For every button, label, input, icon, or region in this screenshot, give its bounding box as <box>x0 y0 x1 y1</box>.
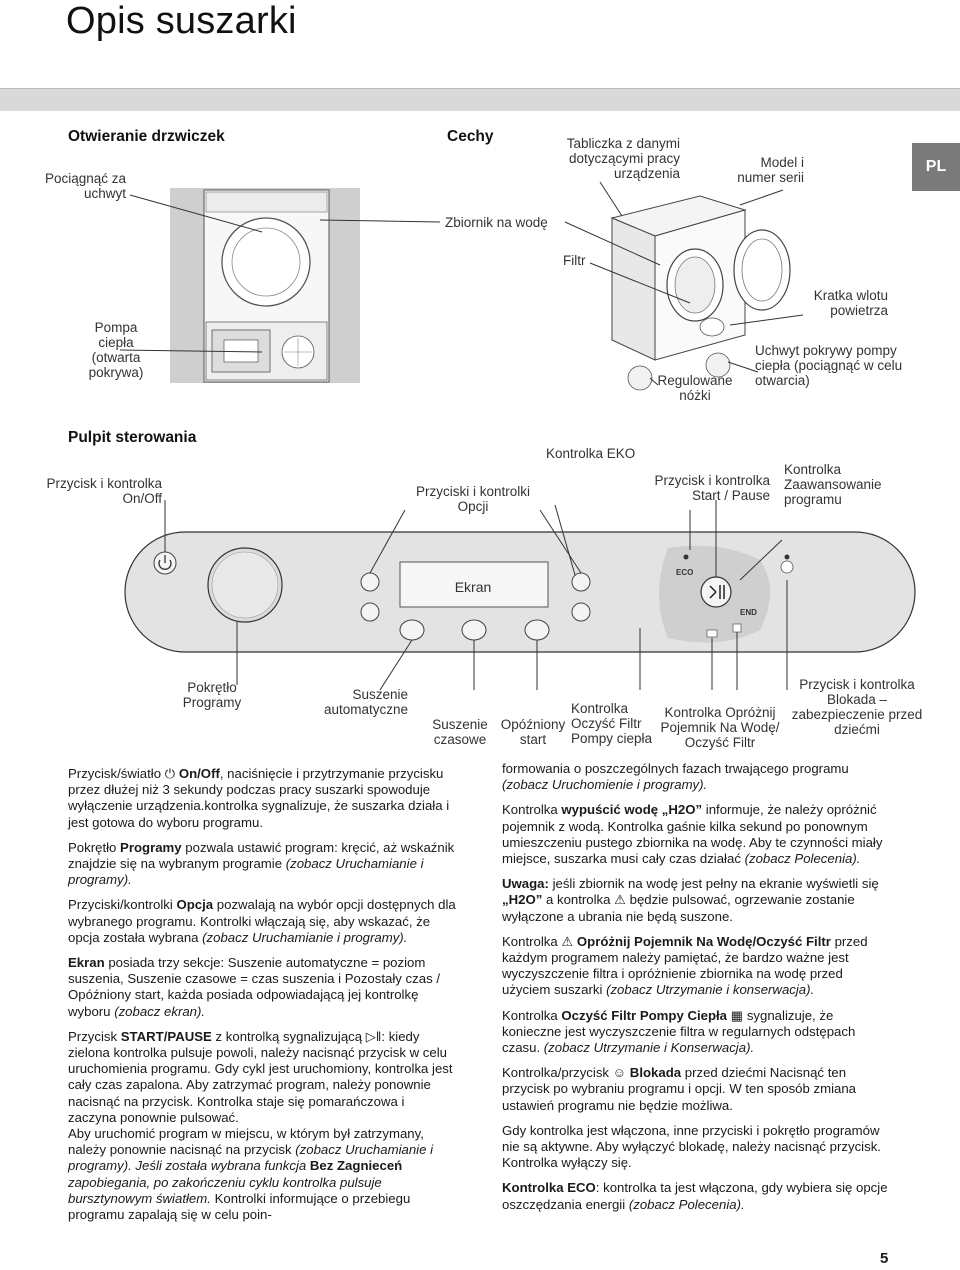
left-paragraph: Przyciski/kontrolki Opcja pozwalają na w… <box>68 897 456 945</box>
right-text-column: formowania o poszczególnych fazach trwaj… <box>502 761 892 1222</box>
timed-dry-label: Suszenie czasowe <box>432 717 488 747</box>
right-paragraph: formowania o poszczególnych fazach trwaj… <box>502 761 849 793</box>
pump-cover-handle-label: Uchwyt pokrywy pompy ciepła (pociągnąć w… <box>755 343 903 388</box>
pull-handle-label: Pociągnąć za uchwyt <box>44 171 126 201</box>
left-paragraph: Pokrętło Programy pozwala ustawić progra… <box>68 839 455 888</box>
program-knob-label: Pokrętło Programy <box>182 680 242 710</box>
language-badge: PL <box>912 143 960 191</box>
water-tank-label: Zbiornik na wodę <box>445 215 548 230</box>
options-label: Przyciski i kontrolki Opcji <box>415 484 531 514</box>
end-badge: END <box>740 608 757 617</box>
header-divider <box>0 88 960 111</box>
start-pause-label: Przycisk i kontrolka Start / Pause <box>654 473 770 503</box>
control-panel-diagram <box>124 500 916 690</box>
screen-label: Ekran <box>454 579 492 595</box>
right-paragraph: Kontrolka Oczyść Filtr Pompy Ciepła ▦ sy… <box>502 1007 856 1056</box>
auto-dry-label: Suszenie automatyczne <box>323 687 408 717</box>
delay-start-label: Opóźniony start <box>500 717 566 747</box>
child-lock-label: Przycisk i kontrolka Blokada – zabezpiec… <box>791 677 923 737</box>
eco-label: Kontrolka EKO <box>546 446 636 461</box>
right-paragraph: Kontrolka wypuścić wodę „H2O” informuje,… <box>502 802 883 867</box>
left-paragraph: Przycisk START/PAUSE z kontrolką sygnali… <box>68 1028 453 1223</box>
control-panel-heading: Pulpit sterowania <box>68 429 197 446</box>
page-number: 5 <box>880 1250 889 1267</box>
advanced-label: Kontrolka Zaawansowanie programu <box>784 462 882 507</box>
filter-label: Filtr <box>563 253 586 268</box>
right-paragraph: Kontrolka ⚠ Opróżnij Pojemnik Na Wodę/Oc… <box>502 933 868 998</box>
eco-badge: ECO <box>676 568 694 577</box>
on-off-label: Przycisk i kontrolka On/Off <box>46 476 162 506</box>
right-paragraph: Kontrolka ECO: kontrolka ta jest włączon… <box>502 1180 888 1212</box>
air-inlet-label: Kratka wlotu powietrza <box>813 288 888 318</box>
page-title: Opis suszarki <box>66 0 297 42</box>
doors-heading: Otwieranie drzwiczek <box>68 128 225 145</box>
left-paragraph: Ekran posiada trzy sekcje: Suszenie auto… <box>68 955 440 1019</box>
right-paragraph: Gdy kontrolka jest włączona, inne przyci… <box>502 1122 881 1171</box>
empty-tank-label: Kontrolka Opróżnij Pojemnik Na Wodę/ Ocz… <box>660 705 780 750</box>
right-paragraph: Kontrolka/przycisk ☺ Blokada przed dzieć… <box>502 1065 857 1113</box>
right-paragraph: Uwaga: jeśli zbiornik na wodę jest pełny… <box>502 876 879 924</box>
data-plate-label: Tabliczka z danymi dotyczącymi pracy urz… <box>566 136 680 181</box>
left-paragraph: Przycisk/światło ⏻ On/Off, naciśnięcie i… <box>68 766 450 830</box>
features-heading: Cechy <box>447 128 494 145</box>
model-serial-label: Model i numer serii <box>737 155 804 185</box>
dryer-illustrations <box>119 181 804 391</box>
left-text-column: Przycisk/światło ⏻ On/Off, naciśnięcie i… <box>68 766 456 1232</box>
adjustable-feet-label: Regulowane nóżki <box>657 373 733 403</box>
heat-pump-label: Pompa ciepła (otwarta pokrywa) <box>88 320 144 380</box>
clean-pump-filter-label: Kontrolka Oczyść Filtr Pompy ciepła <box>571 701 653 746</box>
